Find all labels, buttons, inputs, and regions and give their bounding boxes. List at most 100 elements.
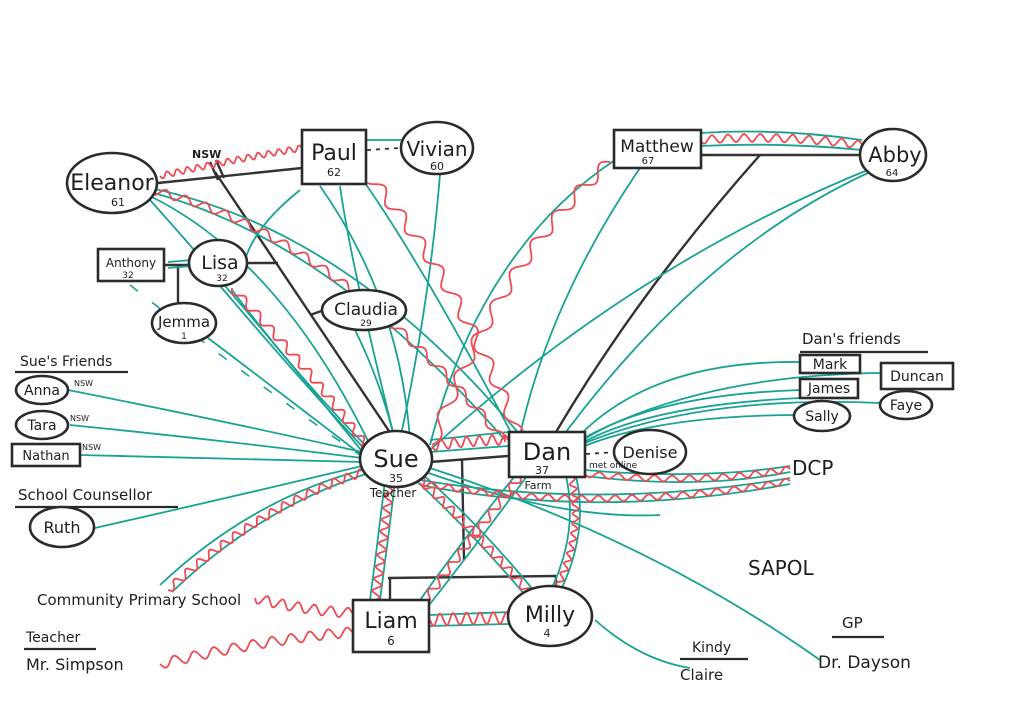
- node-paul[interactable]: Paul 62: [300, 128, 368, 186]
- node-age: 67: [642, 156, 655, 167]
- friend-faye[interactable]: Faye: [878, 389, 934, 421]
- node-name: Abby: [868, 143, 921, 167]
- teacher-mr-simpson[interactable]: Mr. Simpson: [26, 655, 124, 674]
- kindy-claire[interactable]: Claire: [680, 666, 723, 684]
- conflict-line-sue-school: [167, 468, 365, 592]
- line-paul-vivian: [366, 147, 401, 151]
- node-name: Anthony: [106, 256, 156, 270]
- svg-text:Nathan: Nathan: [22, 449, 69, 464]
- svg-text:Sally: Sally: [805, 409, 839, 425]
- svg-text:Mark: Mark: [813, 357, 848, 373]
- svg-text:Anna: Anna: [24, 383, 60, 399]
- node-milly[interactable]: Milly 4: [506, 584, 594, 648]
- group-heading: Dan's friends: [802, 330, 901, 348]
- node-name: Dan: [523, 438, 571, 466]
- node-name: Milly: [525, 603, 575, 628]
- node-note: Teacher: [369, 486, 417, 500]
- node-name: Sue: [373, 445, 418, 473]
- node-age: 61: [111, 196, 125, 209]
- friend-nathan[interactable]: Nathan NSW: [10, 442, 101, 468]
- node-matthew[interactable]: Matthew 67: [612, 128, 703, 170]
- node-age: 6: [387, 634, 395, 648]
- conflict-line-matthew-abby: [699, 133, 863, 149]
- label-community-primary-school[interactable]: Community Primary School: [37, 591, 241, 609]
- line-matthew-abby-to-dan: [554, 154, 761, 433]
- line-children-bar: [387, 574, 557, 580]
- group-school-counsellor: School Counsellor Ruth: [15, 486, 178, 549]
- positive-ties: [67, 130, 881, 669]
- line-sue-dan-child-1: [460, 459, 466, 561]
- friend-tara[interactable]: Tara NSW: [14, 409, 89, 441]
- group-sues-friends: Sue's Friends Anna NSW Tara NSW Nathan N…: [10, 354, 128, 468]
- line-paul-sue-parent: [214, 171, 396, 441]
- friend-duncan[interactable]: Duncan: [879, 361, 955, 391]
- friend-james[interactable]: James: [798, 377, 860, 400]
- counsellor-ruth[interactable]: Ruth: [28, 505, 96, 549]
- tag-nsw: NSW: [74, 379, 93, 388]
- conflict-line-school-liam: [254, 595, 353, 618]
- friend-anna[interactable]: Anna NSW: [14, 374, 93, 406]
- line-sue-dan: [429, 454, 509, 464]
- gp-dr-dayson[interactable]: Dr. Dayson: [818, 653, 911, 673]
- conflict-line-dan-dcp: [584, 465, 791, 483]
- node-age: 35: [389, 472, 403, 485]
- tag-nsw: NSW: [70, 414, 89, 423]
- node-note: Farm: [524, 479, 551, 492]
- node-denise[interactable]: Denise: [612, 428, 688, 476]
- node-claudia[interactable]: Claudia 29: [320, 288, 408, 332]
- conflict-line-liam-milly: [429, 611, 511, 627]
- node-age: 1: [181, 332, 187, 342]
- node-name: Liam: [364, 609, 417, 634]
- svg-text:Faye: Faye: [890, 398, 922, 414]
- group-heading: Kindy: [692, 640, 731, 656]
- node-eleanor[interactable]: Eleanor 61: [65, 151, 159, 215]
- conflict-line-dan-milly: [554, 471, 580, 593]
- svg-text:James: James: [807, 381, 850, 397]
- node-name: Eleanor: [70, 171, 154, 196]
- conflict-line-eleanor-paul: [159, 144, 303, 180]
- conflict-line-sue-liam: [371, 481, 394, 601]
- group-gp: GP Dr. Dayson: [818, 614, 911, 673]
- friend-mark[interactable]: Mark: [798, 353, 862, 375]
- label-nsw: NSW: [192, 148, 221, 161]
- label-sapol[interactable]: SAPOL: [748, 556, 815, 580]
- node-age: 37: [535, 464, 549, 477]
- conflict-line-sue-dcp: [419, 477, 791, 503]
- group-heading: Sue's Friends: [20, 354, 112, 370]
- node-lisa[interactable]: Lisa 32: [187, 238, 249, 288]
- group-heading: Teacher: [25, 630, 81, 646]
- group-kindy: Kindy Claire: [680, 640, 748, 684]
- svg-text:Ruth: Ruth: [44, 518, 81, 537]
- line-anthony-sue: [129, 284, 361, 456]
- node-name: Jemma: [157, 313, 210, 331]
- conflict-line-eleanor-dan: [149, 188, 506, 443]
- node-jemma[interactable]: Jemma 1: [150, 301, 218, 345]
- group-dans-friends: Dan's friends Mark Duncan James Faye Sal…: [792, 330, 955, 433]
- node-vivian[interactable]: Vivian 60: [399, 120, 475, 176]
- node-age: 4: [544, 627, 551, 640]
- label-met-online: met online: [589, 461, 638, 471]
- node-anthony[interactable]: Anthony 32: [96, 247, 166, 283]
- node-sue[interactable]: Sue 35 Teacher: [358, 429, 434, 500]
- conflict-line-simpson-liam: [159, 626, 353, 669]
- label-dcp[interactable]: DCP: [792, 456, 833, 480]
- node-name: Claudia: [334, 300, 398, 320]
- family-lines: [157, 147, 860, 600]
- node-age: 60: [430, 160, 444, 173]
- conflict-line-paul-dan: [363, 171, 524, 441]
- group-heading: GP: [842, 614, 863, 632]
- svg-text:Tara: Tara: [26, 418, 56, 434]
- conflict-ties: [149, 133, 863, 669]
- tag-nsw: NSW: [82, 443, 101, 452]
- node-dan[interactable]: Dan 37 Farm: [507, 430, 587, 492]
- line-divorce-mark-2: [214, 159, 226, 179]
- friend-sally[interactable]: Sally: [792, 399, 852, 433]
- node-age: 32: [122, 271, 133, 281]
- line-eleanor-paul: [157, 166, 303, 185]
- conflict-line-sue-dan: [431, 434, 509, 452]
- conflict-line-sue-milly: [412, 473, 532, 595]
- node-abby[interactable]: Abby 64: [858, 127, 928, 183]
- node-liam[interactable]: Liam 6: [351, 598, 431, 654]
